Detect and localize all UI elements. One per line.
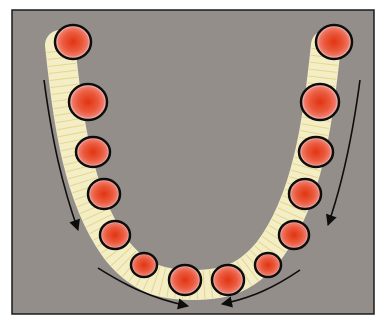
tooth-left-4 bbox=[88, 179, 120, 209]
tooth-left-6 bbox=[131, 253, 157, 277]
tooth-left-7 bbox=[169, 265, 201, 295]
tooth-right-4 bbox=[289, 179, 321, 209]
tooth-left-1 bbox=[55, 25, 91, 59]
tooth-right-6 bbox=[255, 253, 281, 277]
tooth-right-5 bbox=[279, 221, 309, 249]
tooth-left-5 bbox=[100, 221, 130, 249]
tooth-right-7 bbox=[212, 265, 244, 295]
tooth-right-3 bbox=[299, 137, 333, 167]
tooth-right-1 bbox=[316, 25, 352, 59]
tooth-left-3 bbox=[76, 137, 110, 167]
tooth-right-2 bbox=[301, 84, 339, 120]
tooth-left-2 bbox=[69, 84, 107, 120]
